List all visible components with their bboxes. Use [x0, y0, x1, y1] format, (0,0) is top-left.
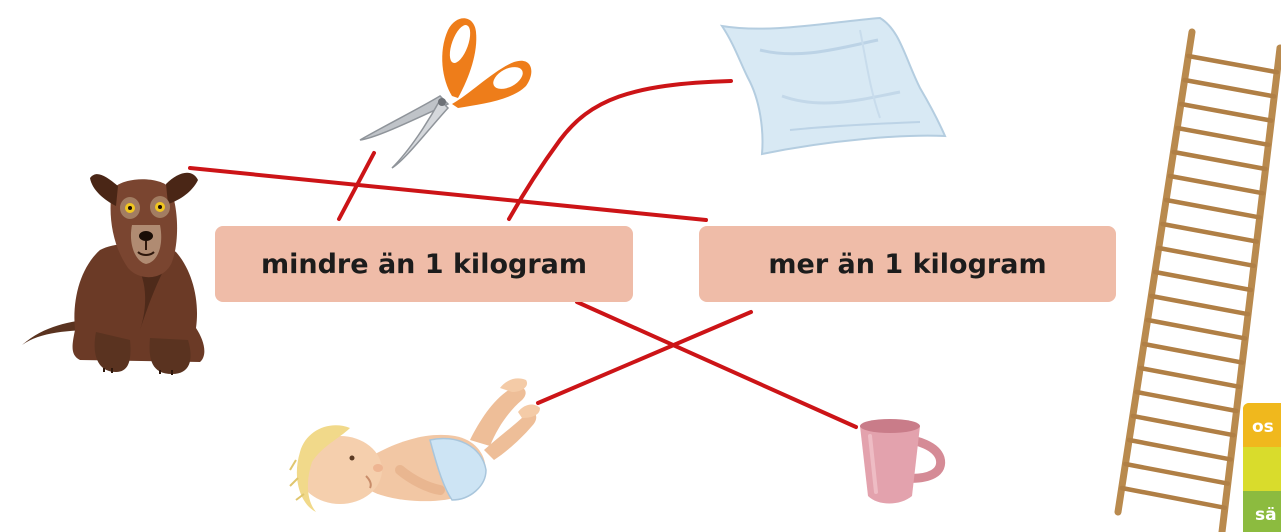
category-more-label: mer än 1 kilogram: [768, 248, 1047, 280]
category-more-than-1kg[interactable]: mer än 1 kilogram: [699, 226, 1116, 302]
scissors-icon[interactable]: [359, 18, 532, 169]
ladder-rung: [1119, 485, 1228, 511]
ladder-rung: [1152, 269, 1254, 293]
dog-icon[interactable]: [22, 172, 205, 375]
category-less-label: mindre än 1 kilogram: [260, 248, 587, 280]
ladder-rung: [1186, 53, 1280, 75]
ladder-rung: [1156, 245, 1257, 269]
pillow-icon[interactable]: [719, 16, 947, 156]
ladder-rung: [1174, 125, 1271, 148]
ladder-rung: [1182, 77, 1277, 99]
ladder-rung: [1163, 197, 1262, 220]
ladder-rung: [1178, 101, 1274, 123]
side-tab-os-label: os: [1243, 403, 1281, 447]
ladder-rung: [1149, 293, 1251, 317]
ladder-rung: [1126, 437, 1233, 462]
ladder-rung: [1123, 461, 1231, 486]
baby-icon[interactable]: [289, 378, 540, 512]
ladder-rung: [1171, 149, 1268, 172]
side-tab-os[interactable]: os: [1243, 403, 1281, 491]
connector-lines: [188, 79, 858, 429]
ladder-rung: [1130, 413, 1236, 438]
ladder-rung: [1137, 365, 1242, 390]
ladder-icon[interactable]: [1114, 28, 1281, 532]
connector-dog-to-more: [188, 166, 708, 222]
ladder-rung: [1141, 341, 1245, 365]
ladder-rung: [1167, 173, 1265, 196]
side-tab-sa-label: sä: [1255, 505, 1277, 525]
category-less-than-1kg[interactable]: mindre än 1 kilogram: [215, 226, 633, 302]
mug-icon[interactable]: [860, 419, 946, 504]
ladder-rung: [1160, 221, 1260, 244]
connector-scissors-to-less: [337, 151, 376, 221]
ladder-rung: [1145, 317, 1248, 341]
ladder-rung: [1134, 389, 1239, 414]
connector-pillow-to-less: [507, 79, 733, 221]
connector-more-to-baby: [536, 310, 753, 405]
connector-less-to-mug: [575, 300, 858, 429]
side-tab-sa[interactable]: sä: [1243, 491, 1281, 532]
